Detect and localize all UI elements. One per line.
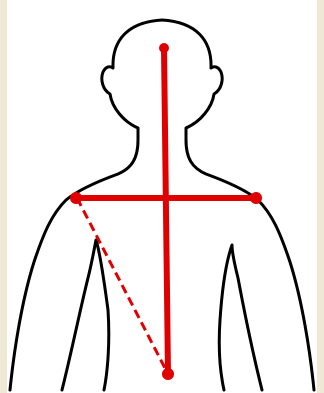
right-shoulder-point-marker (250, 192, 262, 204)
left-shoulder-point-marker (70, 192, 82, 204)
waist-point-marker (162, 368, 174, 380)
neck-point-marker (159, 43, 169, 53)
vertical-centerline (164, 48, 168, 374)
